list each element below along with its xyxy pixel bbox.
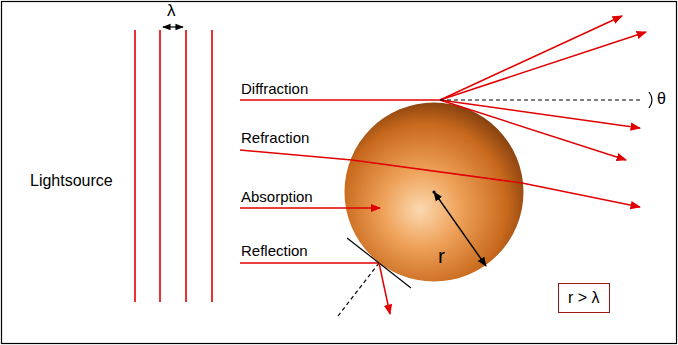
angle-symbol: θ bbox=[657, 90, 666, 108]
process-label: Refraction bbox=[241, 130, 309, 147]
condition-box: r > λ bbox=[558, 283, 610, 313]
sphere-body bbox=[345, 103, 524, 282]
center-dot bbox=[432, 190, 435, 193]
reference-line bbox=[440, 99, 642, 100]
absorption-ray bbox=[240, 207, 380, 209]
process-label: Absorption bbox=[241, 189, 313, 206]
condition-text: r > λ bbox=[568, 289, 600, 307]
wavelength-arrow bbox=[163, 26, 183, 27]
normal-line bbox=[338, 263, 379, 316]
source-label: Lightsource bbox=[30, 172, 113, 190]
wavefronts bbox=[135, 30, 212, 302]
reflection-ray bbox=[240, 262, 379, 264]
wavelength-symbol: λ bbox=[167, 2, 176, 21]
process-label: Diffraction bbox=[241, 81, 308, 98]
reflected-ray bbox=[379, 263, 390, 314]
radius-label: r bbox=[438, 244, 445, 267]
process-label: Reflection bbox=[241, 243, 308, 260]
angle-arc bbox=[649, 92, 652, 108]
